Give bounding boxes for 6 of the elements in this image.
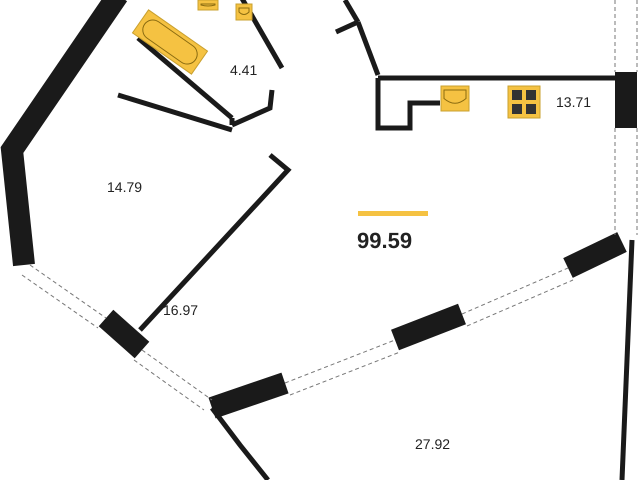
room-area-label: 4.41 [230,63,258,77]
room-area-label: 13.71 [556,95,592,109]
total-area-label: 99.59 [357,230,412,252]
room-area-label: 27.92 [415,437,450,451]
room-area-label: 16.97 [163,303,198,317]
room-area-label: 14.79 [107,180,142,194]
